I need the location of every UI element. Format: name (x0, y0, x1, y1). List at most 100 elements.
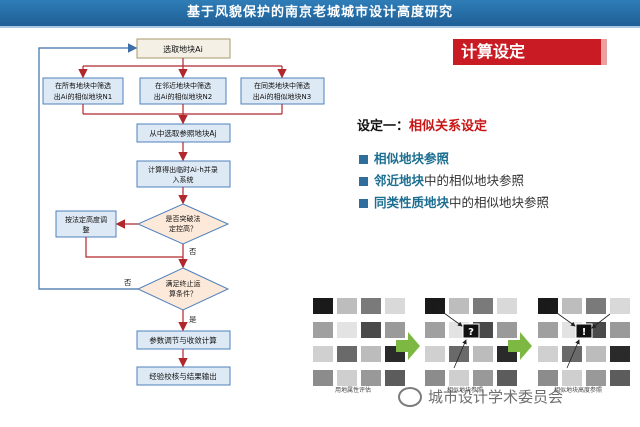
grid-tile (449, 298, 469, 314)
reference-arrow (453, 339, 467, 369)
bullet-square-icon (359, 154, 368, 164)
grid-tile (538, 346, 558, 362)
grid-tile (361, 346, 381, 362)
grid-tile (586, 370, 606, 386)
calc-settings-label: 计算设定 (461, 42, 526, 61)
reference-arrow (436, 307, 463, 327)
reference-arrow (549, 307, 576, 327)
node-pick-reference: 从中选取参照地块Aj (136, 123, 231, 143)
label-yes-terminate: 是 (189, 315, 197, 324)
title-underline (0, 26, 640, 28)
bullet-emphasis: 邻近地块 (374, 173, 425, 188)
bullet-item: 相似地块参照 (359, 148, 549, 170)
exclamation-label: ! (582, 327, 587, 338)
node-select: 选取地块Ai (136, 38, 231, 59)
grid-tile (361, 370, 381, 386)
grid-tile (586, 298, 606, 314)
node-branch3-line2: 出Ai的相似地块N3 (253, 92, 311, 101)
bullet-text: 中的相似地块参照 (449, 195, 550, 210)
bullet-emphasis: 同类性质地块 (374, 195, 450, 210)
node-adjust: 按法定高度调 整 (55, 210, 117, 238)
node-adjust-line1: 按法定高度调 (65, 215, 107, 224)
green-arrow-2 (508, 332, 532, 360)
grid-tile (610, 370, 630, 386)
watermark: 城市设计学术委员会 (398, 386, 563, 407)
node-breach-line1: 是否突破法 (166, 214, 201, 223)
watermark-text: 城市设计学术委员会 (428, 388, 564, 406)
grid-tile (385, 370, 405, 386)
bullet-emphasis: 相似地块参照 (374, 151, 450, 166)
grid-tile (610, 298, 630, 314)
calc-settings-banner: 计算设定 (453, 39, 607, 65)
grid-tile (610, 346, 630, 362)
node-branch2-line2: 出Ai的相似地块N2 (154, 92, 212, 101)
question-mark-label: ? (468, 327, 474, 338)
node-branch1-line2: 出Ai的相似地块N1 (54, 92, 112, 101)
node-tune: 参数调节与收敛计算 (136, 330, 231, 350)
bullet-text: 中的相似地块参照 (424, 173, 525, 188)
bullet-square-icon (359, 198, 368, 208)
grid-tile (313, 346, 333, 362)
grid-tile (497, 370, 517, 386)
label-no-terminate: 否 (124, 278, 132, 287)
grid-tile (313, 298, 333, 314)
node-branch2-line1: 在邻近地块中筛选 (155, 81, 211, 90)
green-arrow-1 (396, 332, 420, 360)
grid-tile (425, 346, 445, 362)
node-branch3-line1: 在同类地块中筛选 (254, 81, 310, 90)
grid-tile (473, 346, 493, 362)
grid-tile (538, 322, 558, 338)
bullet-item: 邻近地块 中的相似地块参照 (359, 170, 549, 192)
node-branch1: 在所有地块中筛选 出Ai的相似地块N1 (42, 77, 124, 105)
grid-tile (473, 298, 493, 314)
grid-tile (562, 370, 582, 386)
page-title-bar: 基于风貌保护的南京老城城市设计高度研究 (0, 0, 640, 26)
node-terminate-decision: 满足终止运 算条件？ (136, 267, 230, 311)
grid-tile (562, 298, 582, 314)
node-select-label: 选取地块Ai (163, 44, 203, 54)
grid-tile (361, 298, 381, 314)
setting-heading: 设定一：相似关系设定 (357, 115, 487, 134)
grid-panels: ?! (313, 298, 630, 386)
node-verify: 经验校核与结果输出 (136, 366, 231, 386)
grid-tile (586, 346, 606, 362)
grid-tile (497, 322, 517, 338)
bullet-square-icon (359, 176, 368, 186)
node-tune-label: 参数调节与收敛计算 (149, 335, 217, 345)
panel-caption-1: 用地属性评估 (335, 386, 371, 394)
wechat-icon (398, 386, 422, 407)
grid-tile (473, 370, 493, 386)
node-pick-reference-label: 从中选取参照地块Aj (149, 128, 216, 138)
bullet-item: 同类性质地块 中的相似地块参照 (359, 192, 549, 214)
node-compute-line2: 入系统 (173, 175, 194, 184)
node-breach-decision: 是否突破法 定控高？ (136, 203, 230, 245)
grid-tile (449, 370, 469, 386)
node-terminate-line1: 满足终止运 (166, 279, 201, 288)
grid-tile (497, 298, 517, 314)
node-breach-line2: 定控高？ (169, 224, 197, 233)
page-title: 基于风貌保护的南京老城城市设计高度研究 (186, 5, 453, 20)
exclamation-label-tile (575, 323, 593, 339)
setting-prefix: 设定一： (357, 119, 410, 134)
node-terminate-line2: 算条件？ (169, 289, 197, 298)
flow-connectors (38, 43, 287, 368)
grid-tile (337, 322, 357, 338)
grid-tile (337, 370, 357, 386)
panel-caption-3: 相似地块高度参照 (554, 386, 602, 394)
node-compute-line1: 计算得出临时Ai-h并录 (148, 165, 218, 174)
reference-arrow (591, 313, 611, 329)
node-verify-label: 经验校核与结果输出 (149, 371, 217, 381)
node-branch2: 在邻近地块中筛选 出Ai的相似地块N2 (139, 77, 227, 105)
grid-tile (610, 322, 630, 338)
label-no-breach: 否 (189, 247, 197, 256)
setting-highlight: 相似关系设定 (409, 119, 488, 134)
grid-tile (385, 322, 405, 338)
panel-caption-2: 相似地块参照 (447, 386, 483, 394)
grid-tile (313, 322, 333, 338)
grid-tile (538, 370, 558, 386)
node-branch3: 在同类地块中筛选 出Ai的相似地块N3 (240, 77, 325, 105)
grid-tile (385, 298, 405, 314)
grid-tile (425, 370, 445, 386)
question-mark-label-tile (462, 323, 480, 339)
